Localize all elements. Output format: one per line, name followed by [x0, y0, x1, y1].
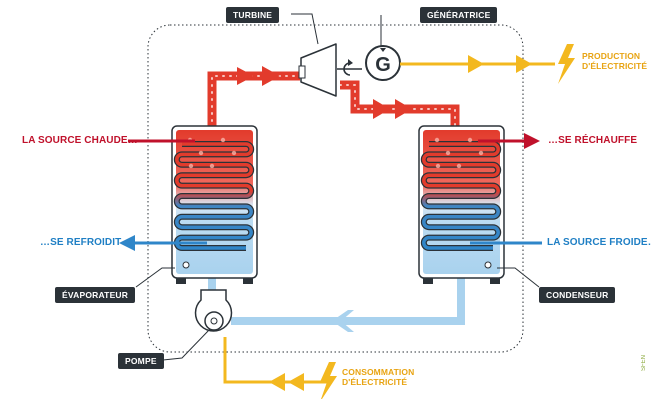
evaporator-tank: [171, 125, 258, 284]
cold-return-pipe: [231, 272, 465, 332]
consumption-label-line2: D'ÉLECTRICITÉ: [342, 377, 408, 387]
condenser-valve: [484, 261, 492, 269]
cold-source-label: LA SOURCE FROIDE…: [547, 237, 651, 248]
bubble: [209, 163, 215, 169]
bubble: [478, 150, 484, 156]
generator-letter: G: [375, 54, 391, 76]
bubble: [445, 150, 451, 156]
coil: [422, 142, 500, 250]
bubble: [188, 163, 194, 169]
evaporator-valve: [182, 261, 190, 269]
turbine-icon: [298, 43, 337, 97]
condenseur-tag: CONDENSEUR: [539, 287, 616, 303]
production-label: PRODUCTION D'ÉLECTRICITÉ: [582, 51, 647, 71]
pump-icon: [194, 289, 233, 332]
turbine-tag: TURBINE: [226, 7, 280, 23]
generatrice-tag: GÉNÉRATRICE: [420, 7, 498, 23]
condenser-tank: [418, 125, 505, 284]
production-label-line2: D'ÉLECTRICITÉ: [582, 61, 648, 71]
leader-lines: [135, 13, 540, 361]
consumption-label-line1: CONSOMMATION: [342, 367, 415, 377]
lightning-icon-consumption: [320, 362, 337, 399]
bubble: [434, 137, 440, 143]
rotation-icon: [337, 59, 362, 76]
hot-source-label: LA SOURCE CHAUDE…: [22, 135, 138, 146]
hot-pipe-to-condenser: [339, 80, 460, 129]
consumption-electricity-line: [223, 337, 330, 391]
bubble: [231, 150, 237, 156]
system-boundary: [147, 24, 524, 353]
production-electricity-line: [400, 55, 555, 73]
bubble: [198, 150, 204, 156]
bubble: [220, 137, 226, 143]
rewarms-arrow: [478, 133, 540, 149]
evaporateur-tag: ÉVAPORATEUR: [55, 287, 136, 303]
hot-pipe-to-turbine: [207, 66, 301, 129]
consumption-label: CONSOMMATION D'ÉLECTRICITÉ: [342, 367, 414, 387]
lightning-icon: [558, 44, 575, 84]
production-label-line1: PRODUCTION: [582, 51, 641, 61]
rewarms-label: …SE RÉCHAUFFE: [548, 135, 638, 146]
coil: [175, 142, 253, 250]
cools-label: …SE REFROIDIT: [40, 237, 122, 248]
bubble: [467, 137, 473, 143]
generator-icon: G: [365, 45, 401, 81]
bubble: [435, 163, 441, 169]
pompe-tag: POMPE: [118, 353, 164, 369]
brand-logo: SFEN: [641, 354, 647, 371]
bubble: [456, 163, 462, 169]
cools-arrow: [119, 235, 207, 251]
